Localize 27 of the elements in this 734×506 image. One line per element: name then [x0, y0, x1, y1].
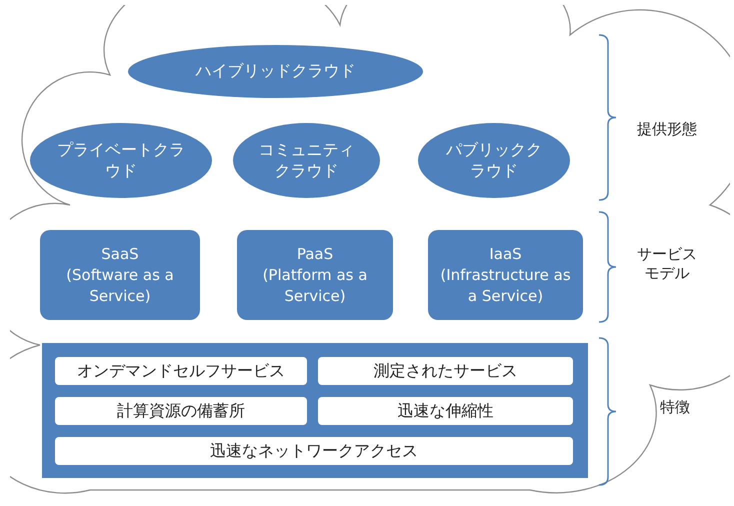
layer-label: 提供形態 — [636, 120, 698, 139]
node-label: ハイブリッドクラウド — [196, 61, 356, 82]
feature-box — [55, 437, 573, 465]
node-label: 迅速な伸縮性 — [398, 400, 494, 422]
feature-box — [318, 397, 573, 425]
layer-label: 特徴 — [659, 398, 691, 417]
node-label: 計算資源の備蓄所 — [117, 400, 245, 422]
node-label: コミュニティクラウド — [258, 140, 356, 182]
layer-label: サービスモデル — [636, 245, 698, 283]
node-label: (Infrastructure as a Service) — [439, 264, 572, 306]
node-label: (Platform as a Service) — [262, 264, 368, 306]
feature-box — [55, 397, 307, 425]
node-label: IaaS — [489, 244, 522, 264]
node-label: オンデマンドセルフサービス — [77, 360, 285, 382]
node-label: プライベートクラウド — [56, 140, 186, 182]
feature-panel — [42, 343, 588, 478]
node-label: PaaS — [296, 244, 334, 264]
node-label: SaaS — [101, 244, 139, 264]
node-label: 迅速なネットワークアクセス — [210, 440, 418, 462]
service-model-box — [428, 230, 583, 320]
service-model-box — [237, 230, 393, 320]
node-label: (Software as a Service) — [65, 264, 175, 306]
feature-box — [55, 357, 307, 385]
service-model-box — [40, 230, 200, 320]
node-label: 測定されたサービス — [374, 360, 518, 382]
feature-box — [318, 357, 573, 385]
node-label: パブリッククラウド — [445, 140, 543, 182]
